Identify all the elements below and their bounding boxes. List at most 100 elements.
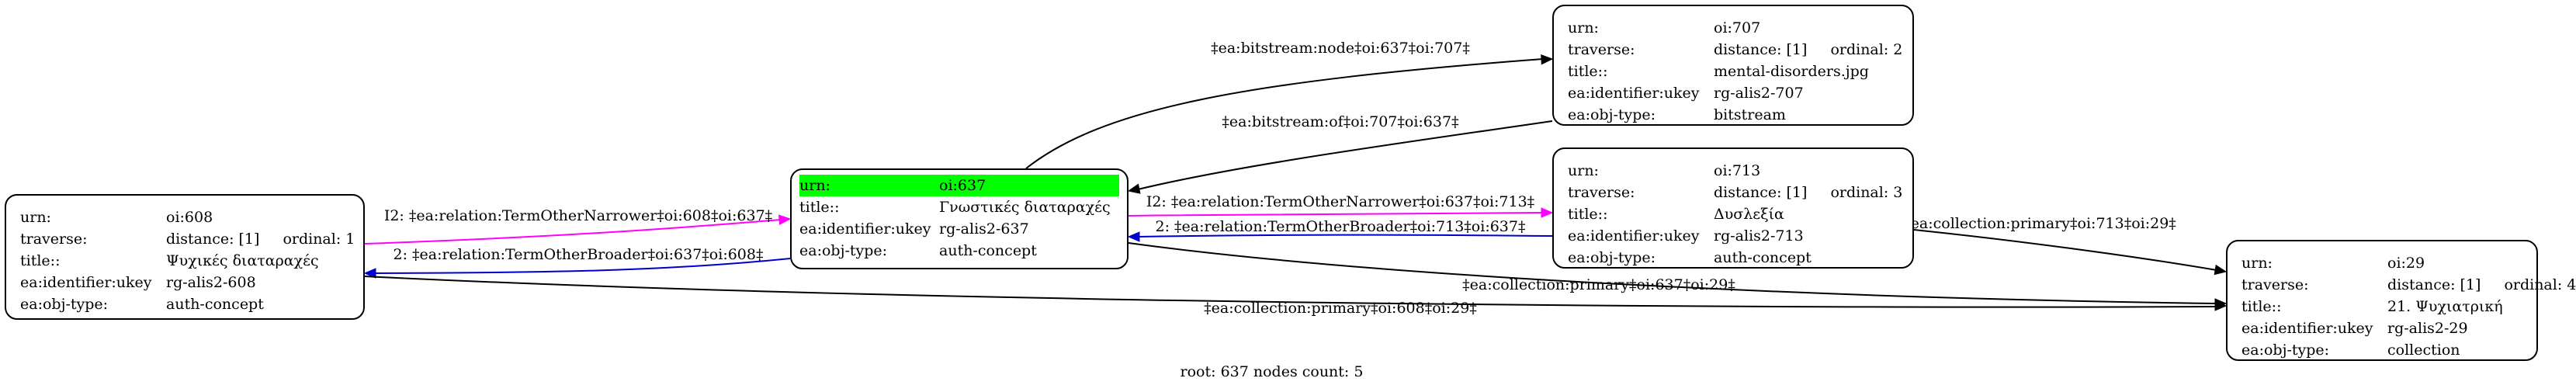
edge-line: [364, 276, 2217, 308]
field-value: oi:637: [939, 177, 986, 194]
field-value: distance: [1]: [2387, 276, 2481, 293]
field-key: ea:obj-type:: [1568, 106, 1656, 123]
node-field-row: ea:obj-type: auth-concept: [20, 293, 349, 315]
field-value: Γνωστικές διαταραχές: [939, 199, 1111, 216]
edge-line: [1137, 120, 1553, 190]
field-value: oi:608: [166, 209, 213, 226]
edge-oi637-to-oi29: ‡ea:collection:primary‡oi:637‡oi:29‡: [1128, 242, 2228, 309]
field-value: distance: [1]: [1714, 41, 1808, 58]
field-key: urn:: [1568, 19, 1599, 36]
edge-line: [1128, 242, 2217, 304]
arrowhead-icon: [2214, 298, 2228, 309]
edge-oi713-to-oi637: 2: ‡ea:relation:TermOtherBroader‡oi:713‡…: [1127, 218, 1553, 242]
node-field-row: title::Ψυχικές διαταραχές: [20, 250, 349, 272]
field-key: title::: [20, 252, 61, 269]
edge-label: ‡ea:collection:primary‡oi:713‡oi:29‡: [1903, 215, 2176, 232]
edge-label: ‡ea:collection:primary‡oi:637‡oi:29‡: [1462, 276, 1735, 293]
edge-line: [1025, 58, 1544, 169]
edge-line: [375, 258, 791, 274]
node-field-row: traverse:distance: [1]ordinal: 4: [2241, 274, 2576, 296]
arrowhead-icon: [778, 214, 792, 225]
edge-label: 2: ‡ea:relation:TermOtherBroader‡oi:713‡…: [1155, 218, 1525, 235]
node-field-row: ea:obj-type: auth-concept: [799, 240, 1119, 262]
node-field-row: urn:oi:637: [799, 175, 1119, 196]
edge-line: [1128, 212, 1544, 217]
graph-footer: root: 637 nodes count: 5: [1180, 363, 1364, 380]
arrowhead-icon: [2214, 264, 2228, 276]
field-value: Ψυχικές διαταραχές: [166, 252, 319, 269]
graph-node-oi713[interactable]: urn:oi:713 traverse: distance: [1] ordinal:…: [1552, 147, 1914, 269]
field-value: rg-alis2-707: [1714, 85, 1804, 102]
field-value: rg-alis2-637: [939, 220, 1029, 238]
field-value: rg-alis2-29: [2387, 320, 2468, 337]
node-field-row: urn:oi:713: [1568, 160, 1898, 182]
field-key: title::: [799, 199, 840, 216]
node-field-row: title::mental-disorders.jpg: [1568, 61, 1898, 82]
edge-line: [1137, 234, 1553, 238]
node-field-row: urn: oi:707: [1568, 17, 1898, 39]
arrowhead-icon: [1127, 183, 1141, 194]
arrowhead-icon: [1541, 54, 1554, 65]
field-value: auth-concept: [166, 296, 264, 313]
node-field-row: title::Δυσλεξία: [1568, 203, 1898, 225]
edge-label: ‡ea:collection:primary‡oi:608‡oi:29‡: [1204, 300, 1477, 317]
edge-line: [364, 219, 782, 245]
field-key: urn:: [2241, 255, 2273, 272]
edge-label: 2: ‡ea:relation:TermOtherBroader‡oi:637‡…: [393, 246, 763, 263]
node-field-row: urn: oi:608: [20, 206, 349, 228]
field-value: rg-alis2-608: [166, 274, 256, 291]
field-value: Δυσλεξία: [1714, 206, 1784, 223]
field-key: title::: [2241, 298, 2282, 315]
field-key: ea:identifier:ukey: [1568, 227, 1700, 245]
field-key: ea:identifier:ukey: [1568, 85, 1700, 102]
field-key: title::: [1568, 63, 1608, 80]
edge-line: [1913, 229, 2217, 271]
edge-oi608-to-oi29: ‡ea:collection:primary‡oi:608‡oi:29‡: [364, 276, 2228, 317]
field-key: traverse:: [1568, 184, 1635, 201]
node-field-row: title::Γνωστικές διαταραχές: [799, 196, 1119, 218]
node-field-row: ea:identifier:ukey rg-alis2-713: [1568, 225, 1898, 247]
field-key: traverse:: [20, 231, 88, 248]
node-field-row: urn: oi:29: [2241, 252, 2522, 274]
node-field-row: title::21. Ψυχιατρική: [2241, 296, 2522, 317]
field-key: traverse:: [2241, 276, 2309, 293]
field-value: oi:29: [2387, 255, 2425, 272]
field-value: auth-concept: [1714, 249, 1812, 266]
arrowhead-icon: [1127, 231, 1140, 242]
edge-label: I2: ‡ea:relation:TermOtherNarrower‡oi:63…: [1146, 193, 1534, 210]
field-value: oi:707: [1714, 19, 1761, 36]
arrowhead-icon: [363, 268, 376, 279]
field-ordinal: ordinal: 1: [283, 231, 355, 248]
edge-label: I2: ‡ea:relation:TermOtherNarrower‡oi:60…: [384, 207, 772, 224]
field-value: rg-alis2-713: [1714, 227, 1804, 245]
node-field-row: traverse:distance: [1]ordinal: 1: [20, 228, 355, 250]
field-ordinal: ordinal: 3: [1830, 184, 1903, 201]
field-value: distance: [1]: [1714, 184, 1808, 201]
field-value: auth-concept: [939, 242, 1037, 259]
field-value: oi:713: [1714, 162, 1761, 179]
field-key: ea:obj-type:: [799, 242, 888, 259]
field-key: ea:obj-type:: [2241, 342, 2330, 359]
edge-oi637-to-oi608: 2: ‡ea:relation:TermOtherBroader‡oi:637‡…: [363, 246, 791, 279]
field-key: ea:obj-type:: [20, 296, 109, 313]
field-key: title::: [1568, 206, 1608, 223]
field-key: traverse:: [1568, 41, 1635, 58]
graph-node-oi608[interactable]: urn: oi:608 traverse:distance: [1]ordinal:…: [5, 194, 365, 320]
edge-oi637-to-oi707: ‡ea:bitstream:node‡oi:637‡oi:707‡: [1025, 40, 1554, 169]
field-value: bitstream: [1714, 106, 1786, 123]
edge-oi608-to-oi637: I2: ‡ea:relation:TermOtherNarrower‡oi:60…: [364, 207, 792, 245]
node-field-row: ea:obj-type: bitstream: [1568, 104, 1898, 126]
field-value: collection: [2387, 342, 2460, 359]
field-key: urn:: [20, 209, 51, 226]
node-field-row: ea:identifier:ukey rg-alis2-707: [1568, 82, 1898, 104]
edge-label: ‡ea:bitstream:node‡oi:637‡oi:707‡: [1211, 40, 1470, 57]
edge-oi707-to-oi637: ‡ea:bitstream:of‡oi:707‡oi:637‡: [1127, 113, 1553, 194]
